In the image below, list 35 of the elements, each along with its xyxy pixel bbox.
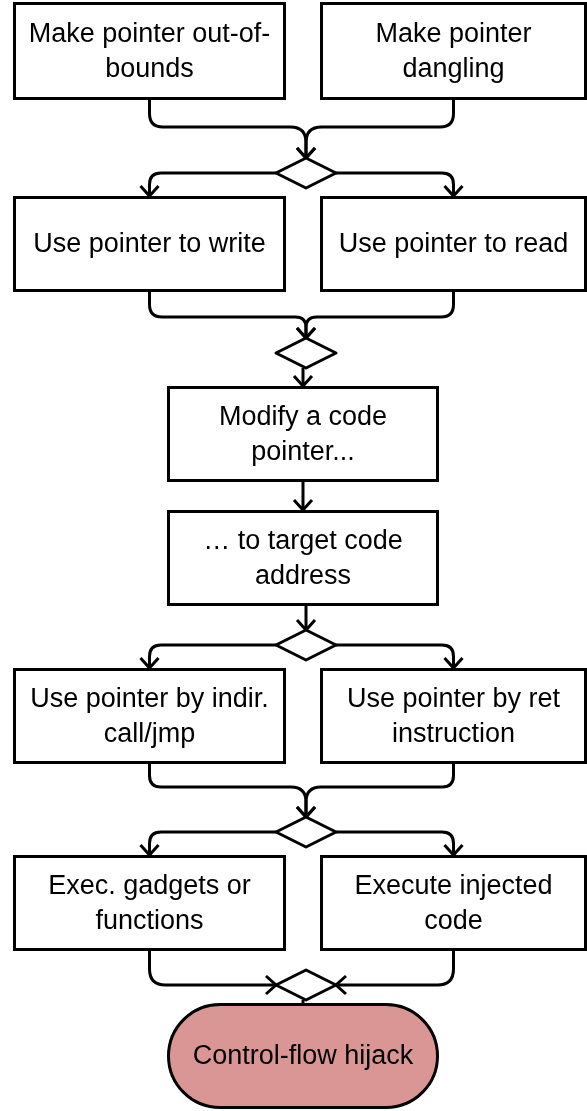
arrow — [139, 643, 276, 670]
step-text: Make pointer out-of-bounds — [27, 16, 272, 85]
process-box — [167, 386, 439, 482]
arrow — [336, 643, 464, 670]
arrow — [295, 764, 455, 819]
arrow — [336, 830, 464, 857]
process-box — [320, 196, 587, 292]
step-text: Exec. gadgets or functions — [47, 868, 252, 937]
process-box — [13, 196, 286, 292]
arrow — [292, 482, 314, 512]
step-text: Use pointer by ret instruction — [345, 681, 562, 750]
arrow — [139, 171, 276, 198]
arrow — [295, 606, 317, 632]
arrow — [334, 951, 455, 996]
process-box — [13, 855, 286, 951]
step-text: Control-flow hijack — [191, 1039, 415, 1073]
arrow — [139, 830, 276, 857]
step-text: Use pointer by indir. call/jmp — [29, 681, 270, 750]
step-text: … to target code address — [202, 523, 404, 592]
arrow — [295, 292, 455, 340]
step-text: Use pointer to read — [337, 227, 570, 261]
arrow — [295, 100, 455, 160]
step-text: Make pointer dangling — [374, 16, 533, 85]
arrow — [148, 951, 278, 996]
process-box — [167, 510, 439, 606]
step-text: Use pointer to write — [32, 227, 267, 261]
process-box — [320, 2, 587, 100]
process-box — [13, 668, 286, 764]
step-text: Execute injected code — [353, 868, 554, 937]
process-box — [13, 2, 286, 100]
process-box — [320, 668, 587, 764]
arrow — [336, 171, 464, 198]
step-text: Modify a code pointer... — [217, 399, 389, 468]
arrow — [292, 368, 314, 388]
process-box — [320, 855, 587, 951]
